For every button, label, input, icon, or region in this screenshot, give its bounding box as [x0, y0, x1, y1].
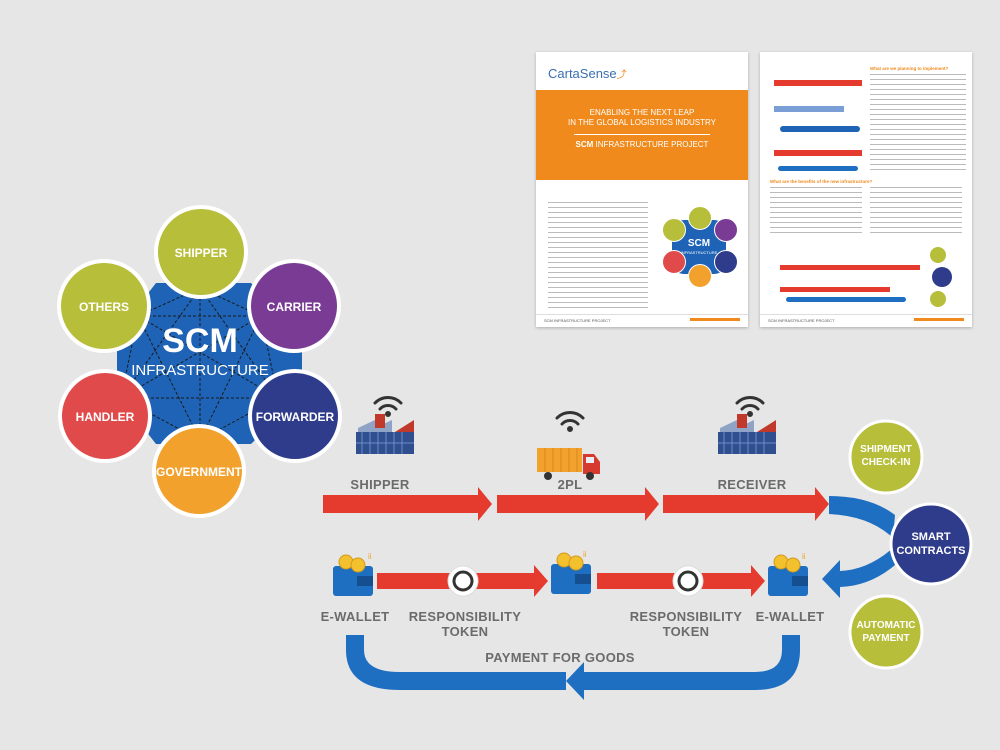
label-smart-contracts: SMART CONTRACTS: [896, 531, 966, 557]
brochure-page-front: CartaSense⤴ ENABLING THE NEXT LEAP IN TH…: [536, 52, 748, 327]
brochure-footer-2: SCM INFRASTRUCTURE PROJECT: [760, 314, 972, 327]
brochure-heading-2: What are the benefits of the new infrast…: [770, 179, 873, 184]
brochure-mini-flow: [770, 66, 866, 176]
label-receiver: RECEIVER: [717, 477, 787, 492]
factory-icon-shipper: [356, 414, 414, 454]
government-node: [152, 424, 246, 518]
label-ewallet-left: E-WALLET: [320, 609, 390, 624]
brochure-heading-1: What are we planning to implement?: [870, 66, 949, 71]
shipper-node: [154, 205, 248, 299]
svg-text:ii: ii: [368, 552, 372, 561]
label-token-right: RESPONSIBILITY TOKEN: [629, 609, 743, 639]
brochure-col-text-3: [870, 187, 962, 237]
scm-subtitle: INFRASTRUCTURE: [131, 362, 269, 379]
node-label-handler: HANDLER: [76, 410, 135, 424]
brochure-footer: SCM INFRASTRUCTURE PROJECT: [536, 314, 748, 327]
scm-cluster: SCM INFRASTRUCTURE SHIPPER CARRIER FORWA…: [57, 205, 342, 518]
brochure-col-text-1: [870, 74, 966, 174]
label-automatic-payment: AUTOMATIC PAYMENT: [856, 620, 916, 644]
truck-icon: [537, 448, 600, 480]
brochure-page-back: What are we planning to implement? What …: [760, 52, 972, 327]
wallet-icon-left: ii: [333, 552, 373, 596]
label-token-left: RESPONSIBILITY TOKEN: [408, 609, 522, 639]
wallet-icon-right: ii: [768, 552, 808, 596]
wifi-icon-2pl: [555, 411, 585, 432]
carrier-node: [247, 259, 341, 353]
node-label-forwarder: FORWARDER: [256, 410, 335, 424]
node-label-shipper: SHIPPER: [175, 246, 228, 260]
forwarder-node: [248, 369, 342, 463]
arrow-receiver-contracts: [663, 487, 829, 521]
token-icon-left: [447, 565, 479, 597]
flow-from-smart-contracts: [822, 548, 895, 598]
factory-icon-receiver: [718, 414, 776, 454]
label-shipper: SHIPPER: [350, 477, 410, 492]
node-label-carrier: CARRIER: [267, 300, 322, 314]
label-ewallet-right: E-WALLET: [755, 609, 825, 624]
shipment-checkin-node: [848, 419, 924, 495]
flow-to-smart-contracts: [829, 496, 895, 538]
brochure-logo: CartaSense⤴: [548, 66, 627, 81]
top-flow-arrows: [323, 487, 829, 521]
others-node: [57, 259, 151, 353]
label-payment-for-goods: PAYMENT FOR GOODS: [485, 650, 635, 665]
wifi-icon-shipper: [373, 396, 403, 417]
handler-node: [58, 369, 152, 463]
svg-text:ii: ii: [583, 550, 587, 559]
arrow-shipper-2pl: [323, 487, 492, 521]
node-label-others: OTHERS: [79, 300, 129, 314]
brochure-col-text-2: [770, 187, 862, 237]
brochure-headline: ENABLING THE NEXT LEAP IN THE GLOBAL LOG…: [568, 108, 716, 127]
brochure-orange-banner: ENABLING THE NEXT LEAP IN THE GLOBAL LOG…: [536, 90, 748, 180]
smart-contracts-node: [889, 502, 973, 586]
payment-loop-arrow: [566, 635, 800, 700]
arrow-2pl-receiver: [497, 487, 659, 521]
brochure-mini-scm: SCM INFRASTRUCTURE: [654, 202, 744, 292]
payment-loop-left: [346, 635, 566, 690]
label-2pl: 2PL: [557, 477, 583, 492]
scm-title: SCM: [162, 322, 238, 360]
brochure-project-title: SCM INFRASTRUCTURE PROJECT: [575, 140, 709, 149]
token-icon-right: [672, 565, 704, 597]
brochure-bottom-flow: [780, 247, 960, 307]
automatic-payment-node: [848, 594, 924, 670]
wifi-icon-receiver: [735, 396, 765, 417]
svg-text:ii: ii: [802, 552, 806, 561]
label-shipment-checkin: SHIPMENT CHECK-IN: [860, 444, 912, 468]
node-label-government: GOVERNMENT: [156, 465, 243, 479]
wallet-icon-middle: ii: [551, 550, 591, 594]
brochure-body-text: [548, 202, 648, 312]
